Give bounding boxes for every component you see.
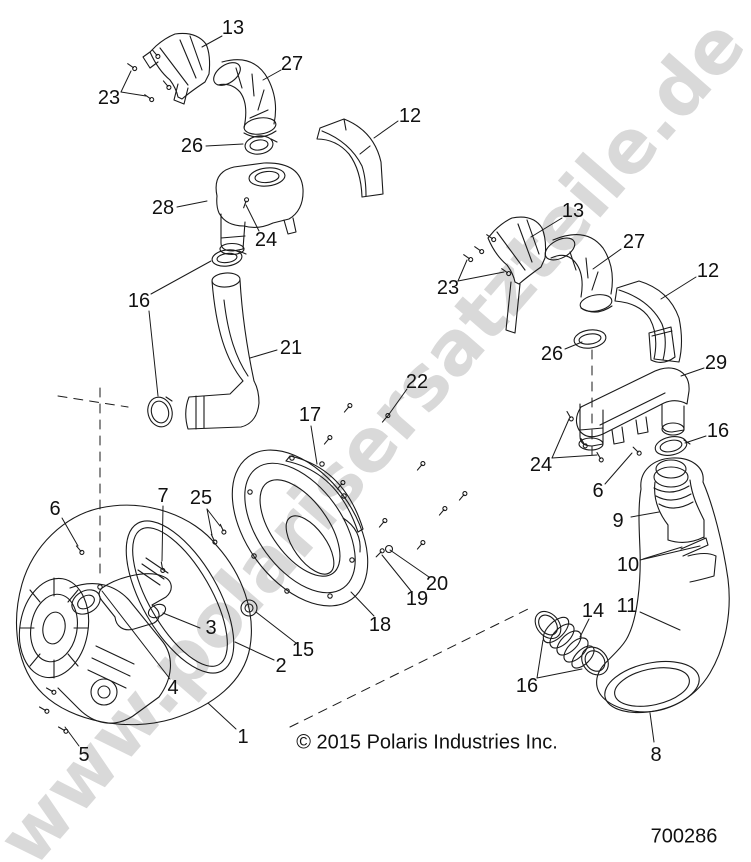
callout-16-left: 16 [127,290,151,312]
screw [162,80,172,90]
mount-bracket-3 [97,573,172,631]
screw [323,435,333,445]
screw [416,540,426,550]
callout-8: 8 [650,744,662,766]
clamp-16-lower [147,396,173,428]
callout-26-right: 26 [540,343,564,365]
callout-24-right: 24 [529,454,553,476]
vent-slats [137,557,169,586]
callout-29: 29 [704,352,728,374]
screw [501,268,512,277]
duct-elbow-27-left [213,59,277,138]
screw [596,451,604,463]
screw [144,94,155,103]
screw [378,518,388,528]
screw [463,254,474,263]
callout-11: 11 [616,595,638,617]
clamp-16-upper [211,249,247,267]
callout-1: 1 [237,726,249,748]
copyright-text: © 2015 Polaris Industries Inc. [296,731,558,754]
inner-cover-outline-1 [16,504,252,726]
callout-25: 25 [189,487,213,509]
callout-10: 10 [616,554,640,576]
clamp-16-bottom-a [534,610,562,640]
callout-23-left: 23 [97,87,121,109]
callout-13-left: 13 [221,17,245,39]
callout-13-right: 13 [561,200,585,222]
duct-elbow-27-right [544,234,613,313]
manifold-29 [575,326,690,451]
callout-27-left: 27 [280,53,304,75]
clamp-26-right [573,329,607,349]
callout-2: 2 [275,655,287,677]
callout-12-left: 12 [398,105,422,127]
callout-9: 9 [612,510,624,532]
callout-16-right: 16 [706,420,730,442]
intake-hose-9 [653,459,705,543]
duct-shield-12-left [316,118,384,198]
callout-7: 7 [157,485,169,507]
screw [38,706,50,714]
duct-shield-12-right [614,280,683,363]
callout-28: 28 [151,197,175,219]
screw [243,197,250,209]
callout-23-right: 23 [436,277,460,299]
clamp-16-right [654,436,691,456]
callout-3: 3 [205,617,217,639]
callout-20: 20 [425,573,449,595]
callout-18: 18 [368,614,392,636]
outer-clutch-cover-18 [231,449,369,607]
screw [45,687,57,695]
heat-shield-13-right [487,216,547,334]
callout-27-right: 27 [622,231,646,253]
screw [632,446,642,456]
screw [474,246,485,255]
screw [486,234,497,243]
grommet-15 [240,599,258,617]
screw [160,561,166,573]
screw [127,63,138,72]
screw [336,480,346,490]
washer-20 [384,544,394,554]
screw [219,523,227,535]
callout-22: 22 [405,371,429,393]
clamp-10 [680,537,709,557]
callout-15: 15 [291,639,315,661]
screw [458,491,468,501]
callout-5: 5 [78,744,90,766]
screw [580,437,588,449]
intake-manifold-28 [215,162,304,256]
callout-12-right: 12 [696,260,720,282]
screw [566,410,574,422]
screw [416,461,426,471]
clamp-16-bottom-b [581,646,609,676]
callout-21: 21 [279,337,303,359]
callout-19: 19 [405,588,429,610]
callout-14: 14 [581,600,605,622]
cover-seal-17 [285,455,364,533]
callout-16-bottom: 16 [515,675,539,697]
screw [151,49,161,59]
heat-shield-13-left [142,32,211,105]
drive-belt-2 [125,520,235,674]
callout-4: 4 [167,677,179,699]
screw [438,506,448,516]
outlet-duct-8 [596,457,730,714]
callout-26-left: 26 [180,135,204,157]
callout-17: 17 [298,404,322,426]
screw [75,545,85,555]
intake-tube-21 [185,272,260,430]
callout-6-left: 6 [49,498,61,520]
callout-24-left: 24 [254,229,278,251]
leader-lines-layer [38,35,707,747]
clamp-26-left [244,135,278,155]
part-number: 700286 [650,825,718,848]
callout-6-right: 6 [592,480,604,502]
screw [343,403,353,413]
screw [375,548,385,558]
